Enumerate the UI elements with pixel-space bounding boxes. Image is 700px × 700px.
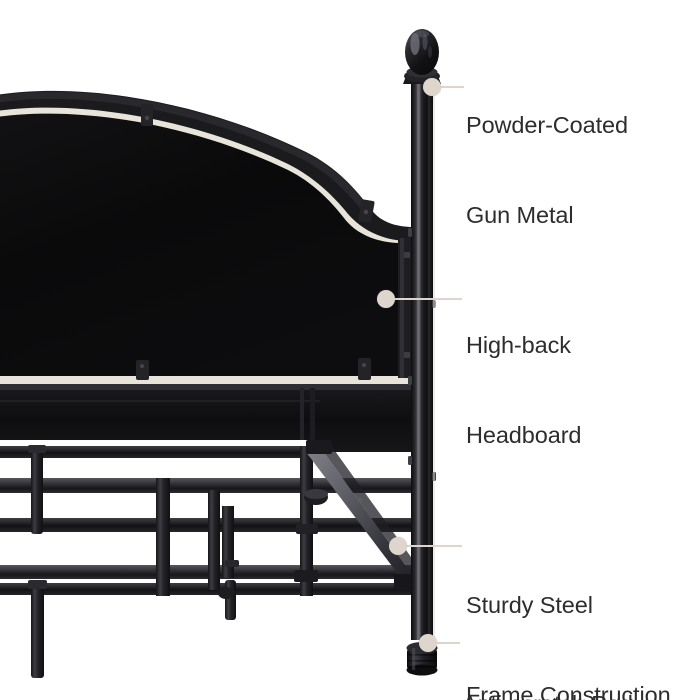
bed-side-rail-top-edge [0, 384, 416, 390]
headboard-inner-post-highlight [400, 238, 404, 378]
callout-anti-scratch-pad: Anti-scratch Pad [462, 629, 633, 700]
leader-line-anti-scratch-pad [434, 642, 460, 644]
headboard-frame-rim-highlight [0, 91, 370, 214]
post-edge-shadow [433, 80, 435, 640]
callout-line: High-back [466, 332, 571, 358]
marker-dot-high-back-headboard [377, 290, 395, 308]
brace-bracket-top [306, 440, 332, 454]
headboard-upholstery [0, 113, 412, 376]
marker-dot-sturdy-steel-frame [389, 537, 407, 555]
support-leg-3 [208, 532, 220, 590]
callout-line: Gun Metal [466, 202, 574, 228]
support-leg-2 [31, 588, 44, 678]
leader-line-high-back-headboard [392, 298, 462, 300]
callout-powder-coated-gun-metal: Powder-Coated Gun Metal [466, 50, 628, 290]
leader-line-powder-coated [438, 86, 464, 88]
callout-line: Frame Construction [466, 682, 671, 700]
diagonal-steel-brace-shadow [318, 444, 416, 580]
callout-sturdy-steel-frame-construction: Sturdy Steel Frame Construction [466, 530, 671, 700]
headboard-mounting-tabs [136, 104, 410, 380]
cross-rail-d [208, 490, 220, 540]
leader-line-sturdy-steel-frame [404, 545, 462, 547]
cross-rail-c [300, 446, 313, 596]
cross-rail-b [222, 506, 234, 578]
marker-dot-powder-coated [423, 78, 441, 96]
callout-line: Sturdy Steel [466, 592, 593, 618]
frame-hardware [28, 445, 328, 599]
support-rail-1 [0, 446, 325, 458]
support-leg-1 [31, 452, 43, 534]
corner-post-seam [426, 80, 428, 640]
support-leg-4 [225, 580, 236, 620]
diagonal-steel-brace [306, 444, 416, 598]
bed-side-rail-vertical-seam-a [300, 388, 304, 440]
callout-line: Anti-scratch Pad [462, 689, 633, 700]
bed-side-rail-inner-line [0, 400, 320, 402]
callout-line: Powder-Coated [466, 112, 628, 138]
callout-line: Headboard [466, 422, 582, 448]
marker-dot-anti-scratch-pad [419, 634, 437, 652]
corner-post-highlight [417, 80, 421, 640]
corner-post [411, 80, 433, 640]
post-finial [403, 29, 441, 84]
bed-side-rail-vertical-seam-b [310, 388, 315, 452]
brace-rivet [357, 497, 363, 503]
callout-high-back-headboard: High-back Headboard [466, 270, 581, 510]
bed-side-rail-panel [0, 386, 416, 452]
cross-rail-a [156, 478, 170, 596]
